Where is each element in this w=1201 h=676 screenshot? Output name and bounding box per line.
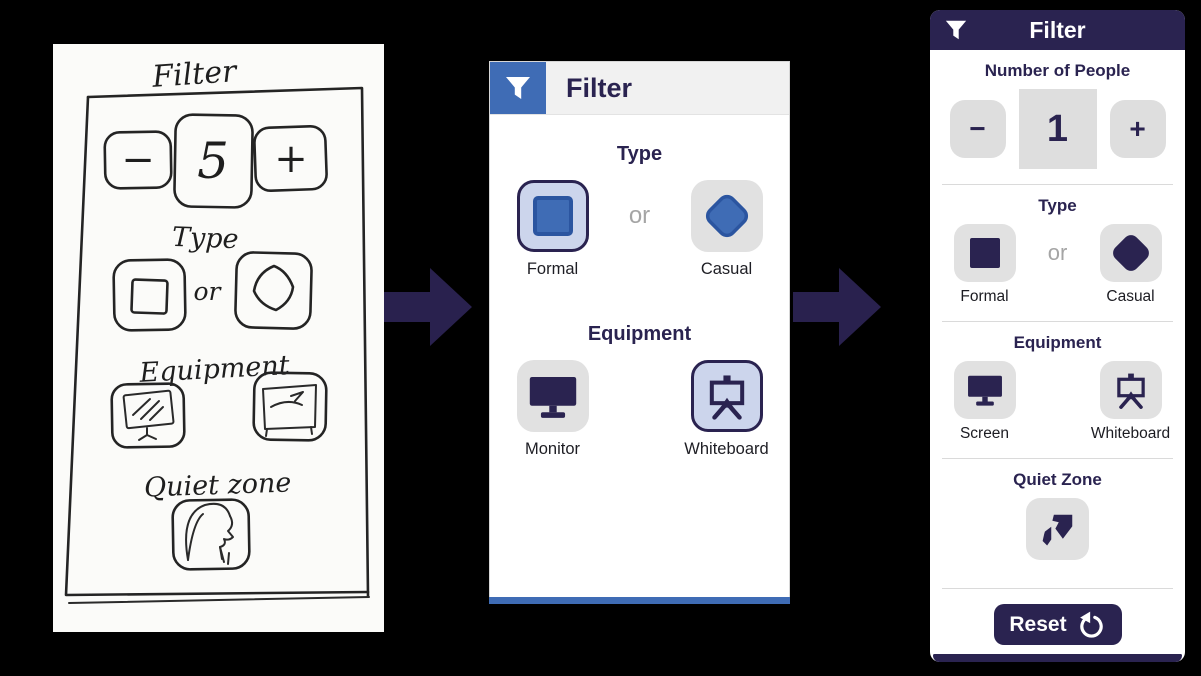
sketch-casual-icon [234,251,313,330]
whiteboard-icon [1116,373,1145,409]
wireframe-equipment-heading: Equipment [587,323,692,345]
divider [942,458,1173,459]
sketch-minus-button: − [103,130,173,190]
sketch-whiteboard-icon [252,371,328,442]
casual-button[interactable] [690,180,763,252]
sketch-count-value: 5 [173,113,254,209]
sketch-frame-left [64,95,370,597]
wireframe-header: Filter [490,62,789,115]
wireframe-equipment-row: Monitor Whiteboard [490,360,789,459]
decrement-button[interactable]: − [949,100,1006,158]
filter-funnel-icon [490,62,546,114]
sketch-monitor-icon [110,382,186,449]
divider [942,588,1173,589]
final-option-screen: Screen [934,361,1036,443]
whiteboard-label: Whiteboard [1090,425,1171,442]
final-header: Filter [930,10,1185,50]
sketch-quiet-face-icon [171,498,251,571]
final-option-casual: Casual [1080,224,1182,306]
reset-undo-icon [1079,611,1103,638]
whiteboard-label: Whiteboard [684,440,769,458]
filter-funnel-icon [944,19,968,46]
svg-text:+: + [274,136,308,182]
monitor-icon [529,376,576,418]
wireframe-type-row: Formal or Casual [490,180,789,279]
arrow-right-icon [384,268,472,346]
wireframe-option-casual: Casual [668,180,786,279]
formal-button[interactable] [953,224,1016,282]
casual-button[interactable] [1099,224,1162,282]
screen-label: Screen [959,425,1010,442]
wireframe-option-monitor: Monitor [494,360,612,459]
sketch-panel: Filter − 5 + Type or [53,44,384,632]
quiet-zone-heading: Quiet Zone [1013,470,1102,489]
quiet-zone-button[interactable] [1026,498,1089,560]
people-stepper: − 1 + [930,89,1185,169]
reset-label: Reset [1009,612,1067,636]
casual-label: Casual [1106,288,1155,305]
monitor-label: Monitor [524,440,581,458]
whiteboard-button[interactable] [690,360,763,432]
arrow-right-icon [793,268,881,346]
wireframe-panel: Filter Type Formal or [489,61,790,604]
wireframe-option-formal: Formal [494,180,612,279]
sketch-or: or [193,277,222,306]
final-title: Filter [1029,16,1086,43]
reset-button[interactable]: Reset [993,604,1122,645]
formal-square-icon [969,238,1000,268]
people-heading: Number of People [984,61,1131,80]
divider [942,184,1173,185]
formal-square-icon [532,196,573,236]
sketch-title: Filter [150,54,239,95]
wireframe-option-whiteboard: Whiteboard [668,360,786,459]
monitor-button[interactable] [516,360,589,432]
sketch-formal-icon [112,258,187,332]
sketch-quiet-heading: Quiet zone [143,467,291,503]
screen-button[interactable] [953,361,1016,419]
type-row: Formal or Casual [930,224,1185,306]
final-panel: Filter Number of People − 1 + Type Forma… [930,10,1185,662]
sketch-frame [86,86,370,598]
people-count-value: 1 [1018,89,1097,169]
sketch-plus-button: + [253,124,328,192]
formal-label: Formal [526,260,579,278]
final-bottom-bar [933,654,1182,662]
final-or-text: or [1047,240,1068,265]
sketch-type-heading: Type [172,222,240,255]
equipment-heading: Equipment [1013,333,1102,352]
final-option-formal: Formal [934,224,1036,306]
casual-diamond-icon [705,194,748,238]
divider [942,321,1173,322]
formal-label: Formal [960,288,1009,305]
casual-diamond-icon [1112,235,1149,271]
increment-button[interactable]: + [1109,100,1166,158]
sketch-frame-bottom [68,596,370,604]
svg-text:5: 5 [197,132,229,190]
quiet-zone-row [930,498,1185,560]
whiteboard-button[interactable] [1099,361,1162,419]
svg-text:−: − [121,137,155,183]
type-heading: Type [1038,196,1077,215]
casual-label: Casual [700,260,753,278]
wireframe-title: Filter [566,72,633,103]
formal-button[interactable] [516,180,589,252]
sketch-drawing: Filter − 5 + Type or [64,54,370,604]
equipment-row: Screen Whiteboard [930,361,1185,443]
wireframe-type-heading: Type [616,143,663,165]
screen-monitor-icon [967,375,1002,406]
final-option-whiteboard: Whiteboard [1080,361,1182,443]
whiteboard-icon [709,375,744,420]
wireframe-bottom-bar [489,597,790,604]
quiet-zone-icon [1042,514,1072,546]
wireframe-or-text: or [628,202,651,229]
